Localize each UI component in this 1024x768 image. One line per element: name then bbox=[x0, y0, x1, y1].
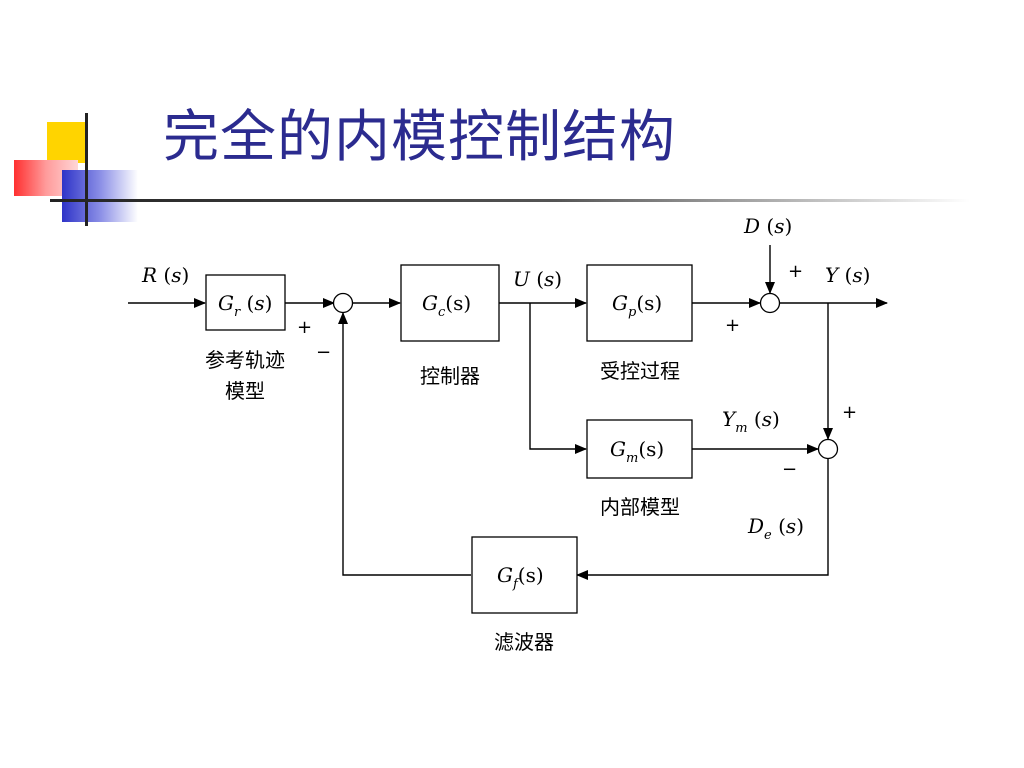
block-gm-box bbox=[586, 419, 693, 479]
signal-ym-label: Ym (s) bbox=[722, 407, 780, 436]
signal-y-label: Y (s) bbox=[825, 263, 870, 287]
wire-de-to-gf bbox=[576, 459, 829, 580]
block-gf: Gf(s) bbox=[471, 536, 578, 614]
block-gr-caption: 参考轨迹 bbox=[205, 348, 285, 372]
block-gm: Gm(s) bbox=[586, 419, 693, 479]
block-gc-tf: Gc(s) bbox=[422, 291, 471, 320]
block-gf-box bbox=[471, 536, 578, 614]
sum-junction-2 bbox=[759, 292, 781, 314]
deco-yellow-square bbox=[47, 122, 88, 163]
wire-u-to-gm bbox=[529, 303, 587, 454]
block-gc-box bbox=[400, 264, 500, 342]
block-gp-tf: Gp(s) bbox=[612, 291, 662, 320]
block-gr: Gr (s) bbox=[205, 274, 286, 331]
block-gr-caption-line2: 模型 bbox=[225, 379, 265, 403]
signal-r-label: R (s) bbox=[141, 263, 189, 287]
block-gf-tf: Gf(s) bbox=[497, 563, 544, 592]
deco-horizontal-line bbox=[50, 199, 970, 202]
block-gp: Gp(s) bbox=[586, 264, 693, 342]
block-gf-caption: 滤波器 bbox=[494, 630, 554, 654]
block-gr-tf: Gr (s) bbox=[218, 291, 272, 320]
signal-wires bbox=[128, 245, 888, 580]
block-gr-box bbox=[205, 274, 286, 331]
sum2-left-plus-sign: + bbox=[725, 315, 740, 336]
signal-de-label: De (s) bbox=[747, 514, 804, 543]
sum3-minus-sign: − bbox=[782, 459, 797, 480]
deco-vertical-line bbox=[85, 113, 88, 226]
block-gp-caption: 受控过程 bbox=[600, 359, 680, 383]
sum1-minus-sign: − bbox=[316, 342, 331, 363]
block-gm-caption: 内部模型 bbox=[600, 495, 680, 519]
sum2-top-plus-sign: + bbox=[788, 261, 803, 282]
block-gp-box bbox=[586, 264, 693, 342]
sum-junction-3 bbox=[817, 438, 839, 460]
sum3-top-plus-sign: + bbox=[842, 402, 857, 423]
wire-gf-to-sum1 bbox=[338, 312, 471, 576]
sum1-plus-sign: + bbox=[297, 317, 312, 338]
deco-blue-square bbox=[62, 170, 138, 222]
page-title: 完全的内模控制结构 bbox=[163, 105, 676, 170]
signal-u-label: U (s) bbox=[513, 267, 562, 291]
sum-junction-1 bbox=[332, 292, 354, 314]
block-gc-caption: 控制器 bbox=[420, 364, 480, 388]
block-gc: Gc(s) bbox=[400, 264, 500, 342]
signal-d-label: D (s) bbox=[743, 214, 792, 238]
block-gm-tf: Gm(s) bbox=[610, 437, 664, 466]
